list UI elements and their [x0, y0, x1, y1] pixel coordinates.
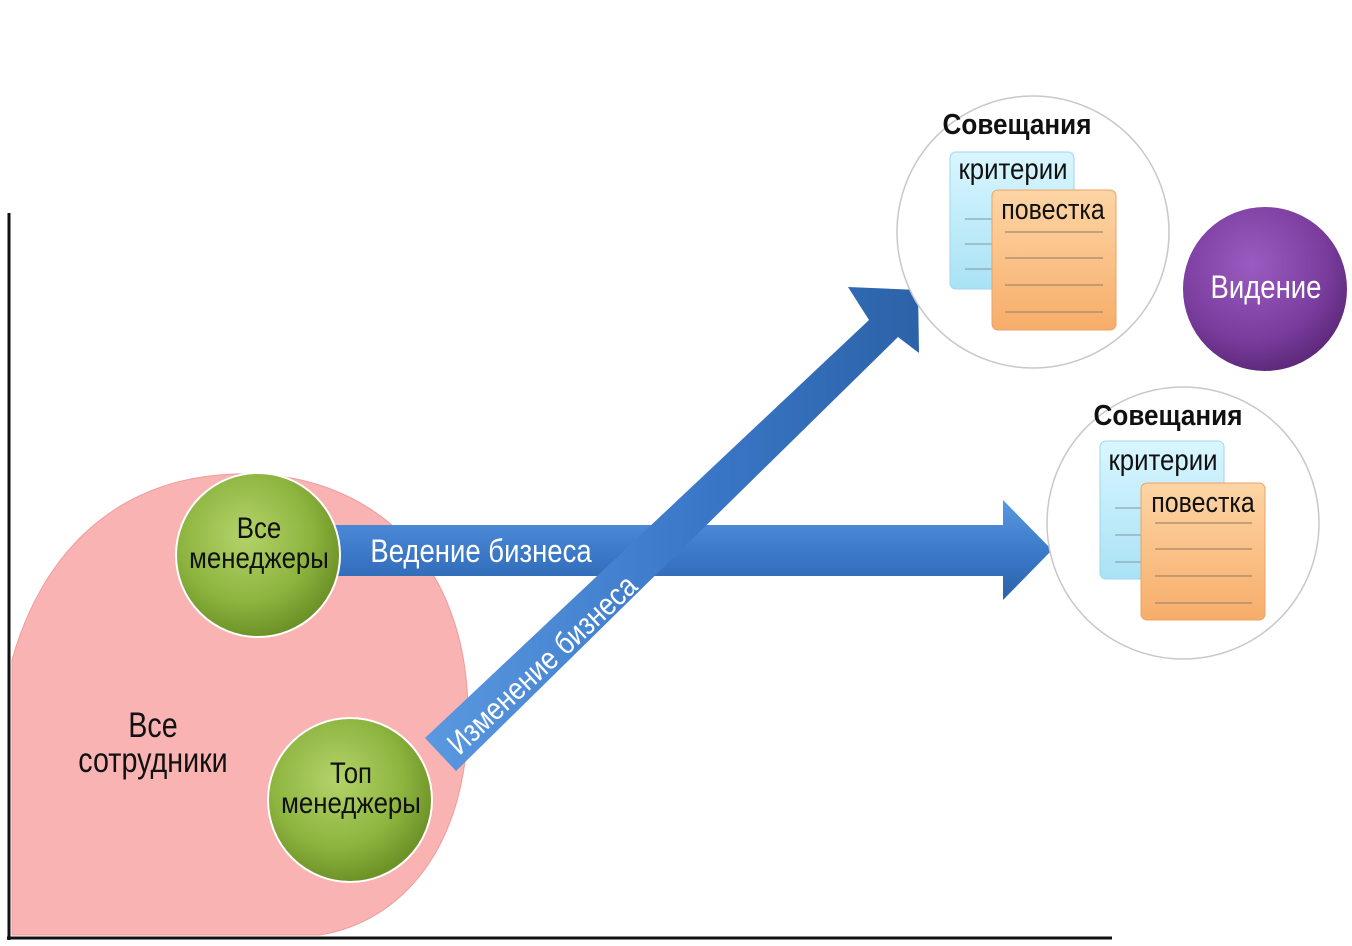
- vision-label: Видение: [1190, 271, 1342, 303]
- meeting-top-title: Совещания: [917, 111, 1117, 140]
- meeting-bottom-doc-back-text: критерии: [1108, 444, 1218, 477]
- meeting-bottom-doc-front: [1140, 482, 1266, 621]
- business-run-label: Ведение бизнеса: [345, 535, 617, 567]
- business-change-arrow: [425, 287, 919, 771]
- meeting-top-doc-front-label: повестка: [982, 196, 1124, 225]
- all-managers-circle: [175, 472, 341, 638]
- business-run-arrow: [318, 500, 1052, 600]
- meeting-bottom-doc-front-text: повестка: [1151, 487, 1255, 519]
- employees-label-line1: Все: [128, 706, 178, 745]
- employees-label: Все сотрудники: [58, 708, 248, 778]
- all-managers-label-line2: менеджеры: [189, 542, 329, 575]
- meeting-bottom-title-text: Совещания: [1093, 400, 1243, 432]
- all-managers-label-line1: Все: [236, 512, 282, 545]
- employees-label-line2: сотрудники: [78, 741, 228, 780]
- top-managers-label-line2: менеджеры: [281, 787, 421, 820]
- all-managers-label: Все менеджеры: [168, 514, 350, 574]
- meeting-bottom-doc-back-label: критерии: [1092, 446, 1234, 476]
- meeting-top-doc-back-label: критерии: [942, 155, 1084, 185]
- top-managers-label: Топ менеджеры: [260, 759, 442, 819]
- top-managers-circle: [267, 717, 433, 883]
- business-run-label-text: Ведение бизнеса: [370, 533, 592, 569]
- meeting-top-doc-front: [991, 189, 1117, 331]
- meeting-top-doc-front-text: повестка: [1001, 194, 1105, 226]
- vision-circle: [1181, 205, 1349, 373]
- meeting-bottom-title: Совещания: [1068, 402, 1268, 431]
- meeting-bottom-doc-front-label: повестка: [1132, 489, 1274, 518]
- vision-label-text: Видение: [1210, 269, 1322, 305]
- meeting-top-doc-back-text: критерии: [958, 153, 1068, 186]
- top-managers-label-line1: Топ: [329, 757, 373, 790]
- meeting-top-title-text: Совещания: [942, 109, 1092, 141]
